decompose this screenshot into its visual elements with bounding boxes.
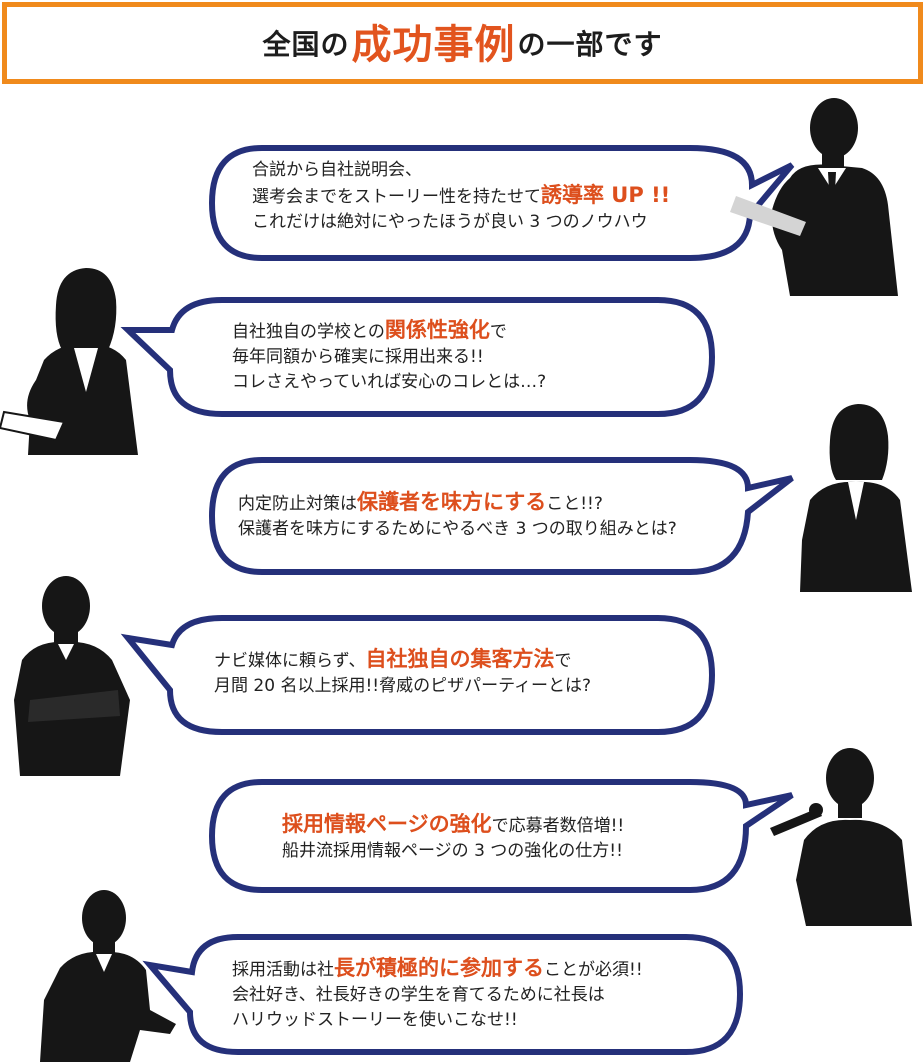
case-1-line-2: 選考会までをストーリー性を持たせて誘導率 UP !! bbox=[252, 183, 671, 207]
case-4-line-1: ナビ媒体に頼らず、自社独自の集客方法で bbox=[214, 647, 572, 671]
header-prefix: 全国の bbox=[262, 28, 350, 61]
case-3-line-1: 内定防止対策は保護者を味方にすること!!? bbox=[238, 490, 603, 514]
header-suffix: の一部です bbox=[517, 28, 663, 61]
case-5-line-1: 採用情報ページの強化で応募者数倍増!! bbox=[282, 812, 625, 836]
case-2-line-2: 毎年同額から確実に採用出来る!! bbox=[232, 347, 484, 367]
speech-bubble-6 bbox=[142, 934, 744, 1055]
speech-bubble-3 bbox=[208, 457, 794, 575]
case-3-line-2: 保護者を味方にするためにやるべき 3 つの取り組みとは? bbox=[238, 519, 677, 539]
case-4-text: ナビ媒体に頼らず、自社独自の集客方法で 月間 20 名以上採用!!脅威のピザパー… bbox=[214, 647, 591, 699]
case-1-line-3: これだけは絶対にやったほうが良い 3 つのノウハウ bbox=[252, 212, 648, 232]
case-2-text: 自社独自の学校との関係性強化で 毎年同額から確実に採用出来る!! コレさえやって… bbox=[232, 318, 546, 395]
speaker-microphone-silhouette bbox=[770, 748, 912, 926]
businesswoman-notepad-silhouette bbox=[0, 268, 138, 455]
case-6-line-1: 採用活動は社長が積極的に参加することが必須!! bbox=[232, 956, 643, 980]
case-1-text: 合説から自社説明会、 選考会までをストーリー性を持たせて誘導率 UP !! これ… bbox=[252, 158, 670, 235]
case-6-line-2: 会社好き、社長好きの学生を育てるために社長は bbox=[232, 985, 605, 1005]
businessman-gesturing-silhouette bbox=[40, 890, 176, 1062]
businessman-clipboard-silhouette bbox=[730, 98, 898, 296]
header-highlight: 成功事例 bbox=[351, 22, 516, 68]
speech-bubble-5 bbox=[208, 779, 794, 893]
page-header: 全国の 成功事例 の一部です bbox=[2, 2, 923, 84]
case-2-line-3: コレさえやっていれば安心のコレとは…? bbox=[232, 372, 547, 392]
case-6-text: 採用活動は社長が積極的に参加することが必須!! 会社好き、社長好きの学生を育てる… bbox=[232, 956, 643, 1033]
businesswoman-arms-crossed-silhouette bbox=[800, 404, 912, 592]
speech-bubble-4 bbox=[120, 615, 716, 735]
businessman-arms-crossed-silhouette bbox=[14, 576, 130, 776]
case-5-text: 採用情報ページの強化で応募者数倍増!! 船井流採用情報ページの 3 つの強化の仕… bbox=[282, 812, 624, 864]
case-3-text: 内定防止対策は保護者を味方にすること!!? 保護者を味方にするためにやるべき 3… bbox=[238, 490, 677, 542]
case-4-line-2: 月間 20 名以上採用!!脅威のピザパーティーとは? bbox=[214, 676, 592, 696]
case-6-line-3: ハリウッドストーリーを使いこなせ!! bbox=[232, 1010, 518, 1030]
speech-bubble-2 bbox=[120, 297, 716, 417]
case-1-line-1: 合説から自社説明会、 bbox=[252, 160, 422, 180]
speech-bubble-1 bbox=[208, 145, 795, 261]
case-5-line-2: 船井流採用情報ページの 3 つの強化の仕方!! bbox=[282, 841, 623, 861]
case-2-line-1: 自社独自の学校との関係性強化で bbox=[232, 318, 507, 342]
